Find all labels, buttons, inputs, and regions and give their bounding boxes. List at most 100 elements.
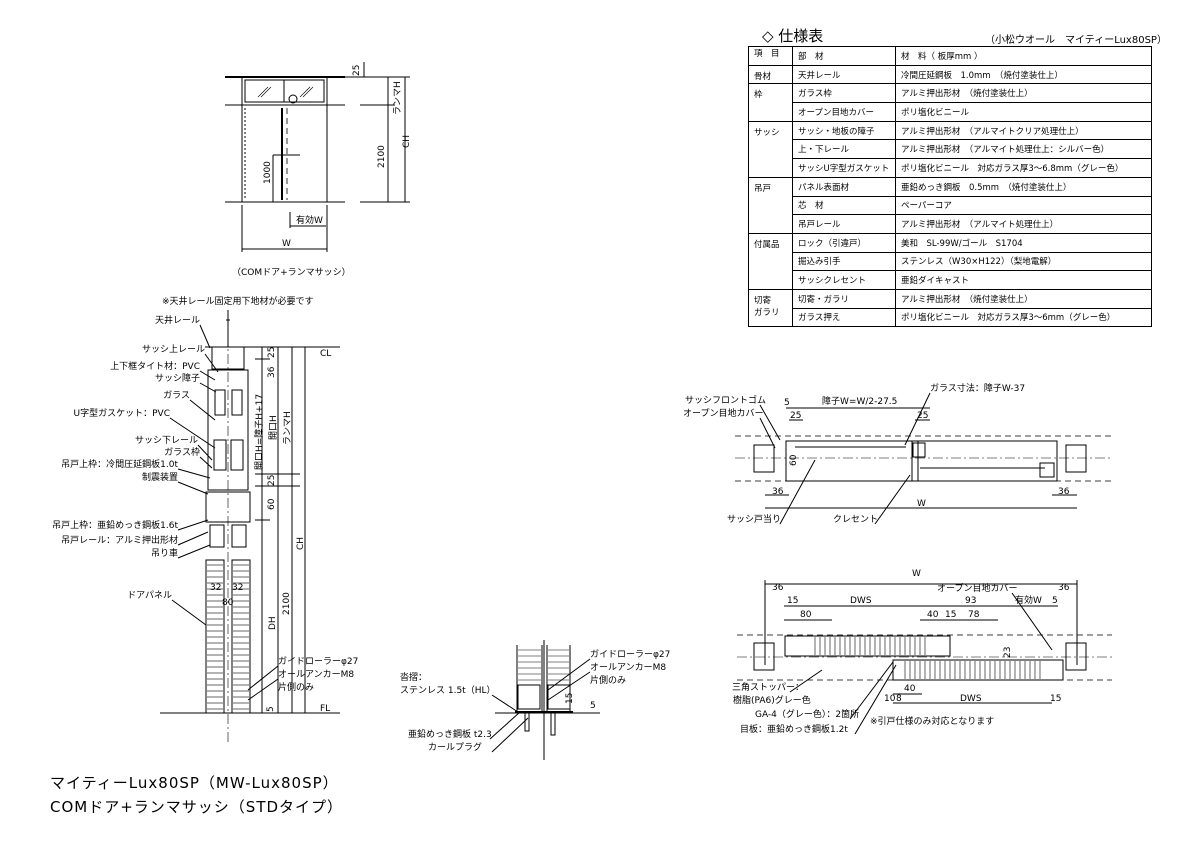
dim-effective-w: 有効W [296,214,323,226]
callout-label: 天井レール [155,314,200,326]
dim-opening-h: 開口H [268,415,279,440]
callout-label: 吊り車 [151,547,178,559]
callout-label: ガラス [163,390,190,401]
leader-line [169,417,216,449]
dim-60: 60 [267,498,277,510]
dim-15c: 15 [1050,694,1061,704]
leader-line [491,717,529,753]
dim-w: W [912,569,921,579]
dim-opening-formula: 開口H=障子H+17 [253,394,265,470]
dim-effective-w: 有効W [1015,594,1042,606]
spec-table: 項 目部 材材 料（ 板厚mm ）骨材天井レール冷間圧延鋼板 1.0mm （焼付… [748,46,1152,328]
dim-ch: CH [296,537,306,550]
leader-line [759,404,781,441]
callout-label: 上下框タイト材：PVC [110,360,200,372]
dim-5: 5 [266,706,276,712]
callout-label: サッシ下レール [135,435,198,446]
cl-label: CL [320,349,331,359]
dim-15a: 15 [787,596,798,606]
dim-8: 8 [896,694,902,704]
dim-5: 5 [784,398,790,408]
dim-80: 80 [222,598,234,608]
dim-25b: 25 [917,411,928,421]
dim-25a: 25 [790,411,801,421]
leader-line [199,324,211,349]
leader-line [904,392,931,446]
leader-line [177,544,211,559]
dim-ranma-h: ランマH [282,411,293,445]
dim-shoji-w: 障子W=W/2-27.5 [822,395,897,407]
plan-section-sash: 5 障子W=W/2-27.5 25 25 36 36 W 60 サッシフロントゴ… [683,382,1112,525]
leader-line [189,399,216,421]
callout-label: 沓摺： [400,671,427,683]
callout-label: ガラス寸法：障子W-37 [930,382,1025,394]
callout-label: 制震装置 [142,471,178,483]
leader-line [204,353,219,373]
dim-5: 5 [1052,596,1058,606]
callout-label: カールプラグ [428,741,482,753]
spec-header-row: 項 目部 材材 料（ 板厚mm ） [748,46,1152,66]
spec-row: ガラス押えポリ塩化ビニール 対応ガラス厚3～6mm（グレー色） [749,307,1152,328]
callout-label: 三角ストッパー： [732,681,804,693]
callout-label: ガイドローラーφ27 [278,656,358,667]
callout-label: 吊戸レール：アルミ押出形材 [61,534,178,546]
dim-36a: 36 [772,583,784,593]
leader-line [199,370,216,381]
dim-w: W [282,239,291,249]
dim-1000: 1000 [263,161,273,184]
callout-label: オープン目地カバー [683,407,763,419]
dim-93: 93 [965,596,976,606]
spec-row: 骨材天井レール冷間圧延鋼板 1.0mm （焼付塗装仕上） [748,64,1152,85]
spec-row: 枠ガラス枠アルミ押出形材 （焼付塗装仕上） [748,83,1152,122]
leader-line [547,671,591,701]
callout-label: サッシ障子 [155,372,200,384]
callout-label: 片側のみ [278,681,314,693]
drawing-title: マイティーLux80SP（MW-Lux80SP） [50,774,339,792]
leader-line [197,444,213,461]
callout-label: 亜鉛めっき鋼板 t2.3 [408,728,492,740]
dim-36b: 36 [1058,583,1070,593]
dim-dws-2: DWS [960,694,982,704]
dim-78: 78 [968,610,980,620]
leader-line [854,664,897,735]
plan-section-door: W 36 36 15 DWS 93 有効W 5 80 40 15 78 23 4… [732,569,1112,735]
callout-label: U字型ガスケット：PVC [74,407,170,419]
spec-material: ポリ塩化ビニール 対応ガラス厚3～6mm（グレー色） [895,307,1152,328]
dim-60: 60 [789,454,799,466]
callout-label: ガラス枠 [164,446,200,458]
spec-row: 掘込み引手ステンレス（W30×H122）（梨地電解） [749,251,1152,272]
callout-label: 片側のみ [590,674,626,686]
dim-15b: 15 [945,610,956,620]
callout-label: 目板：亜鉛めっき鋼板1.2t [740,723,848,735]
spec-group: 付属品 [748,232,793,290]
leader-line [1011,592,1053,651]
callout-label: クレセント [833,514,878,525]
spec-table-title: ◇ 仕様表 [762,27,824,45]
floor-detail: 15 5 沓摺：ステンレス 1.5t（HL）亜鉛めっき鋼板 t2.3カールプラグ… [400,640,670,760]
dim-5: 5 [590,701,596,711]
dim-dws: DWS [850,596,872,606]
leader-line [547,658,591,691]
leader-line [177,531,209,546]
leader-line [789,669,823,693]
front-elevation: 25 ランマH 2100 CH 1000 有効W W （COMドア+ランマサッシ… [225,62,412,278]
leader-line [247,678,279,701]
callout-label: ドアパネル [127,590,172,601]
dim-32a: 32 [210,583,221,593]
callout-label: サッシフロントゴム [685,394,766,406]
dim-dh: DH [268,616,278,630]
leader-line [199,382,217,393]
dim-36b: 36 [1058,487,1070,497]
dim-10: 10 [884,694,896,704]
callout-label: 吊戸上枠：亜鉛めっき鋼板1.6t [52,519,178,531]
leader-line [849,661,894,720]
spec-part: ガラス押え [792,307,896,328]
dim-25b: 25 [267,475,277,486]
callout-label: ステンレス 1.5t（HL） [400,685,496,696]
leader-line [759,417,776,449]
dim-25a: 25 [267,347,277,358]
dim-36: 36 [267,366,277,378]
callout-label: ガイドローラーφ27 [590,649,670,660]
elevation-caption: （COMドア+ランマサッシ） [232,267,351,278]
callout-label: 吊戸上枠：冷間圧延鋼板1.0t [61,458,178,470]
